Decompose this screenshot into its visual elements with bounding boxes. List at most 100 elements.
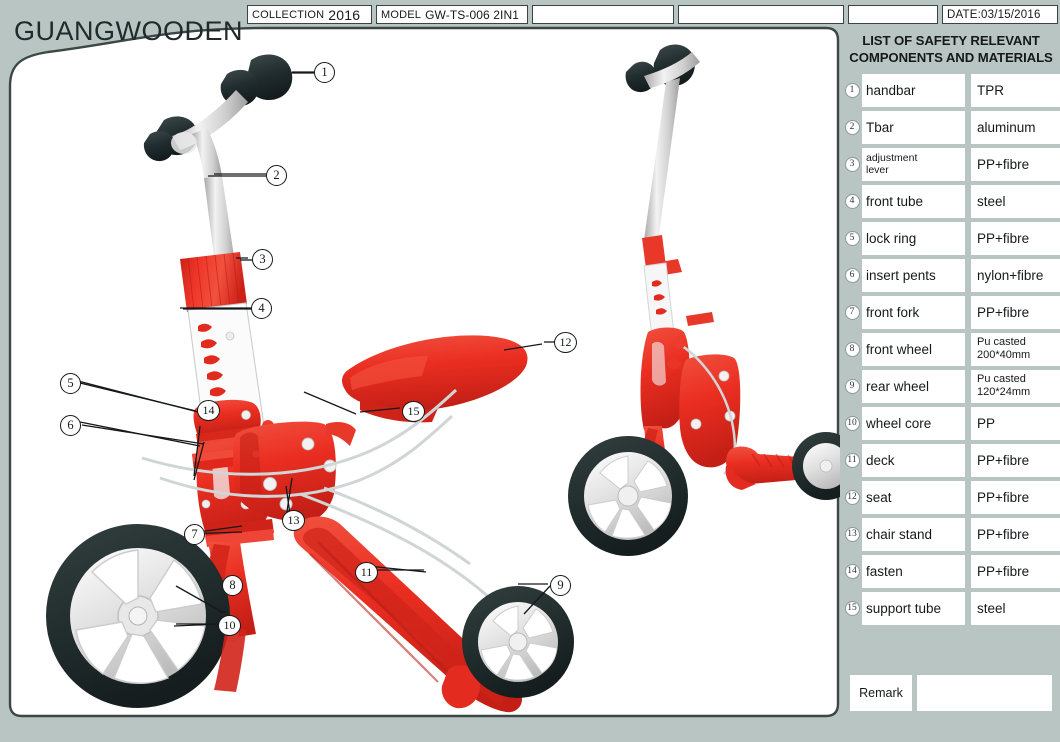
material-cell: steel [971,185,1060,218]
brand-logo: GUANGWOODEN [14,16,244,46]
sidebar-title-line2: COMPONENTS AND MATERIALS [849,50,1053,65]
callout-15[interactable]: 15 [402,401,425,422]
callout-12[interactable]: 12 [554,332,577,353]
material-cell: PP+fibre [971,296,1060,329]
model-value: GW-TS-006 2IN1 [425,7,519,22]
remark-row: Remark [850,675,1052,711]
components-sidebar: LIST OF SAFETY RELEVANT COMPONENTS AND M… [842,30,1060,742]
component-name-cell: handbar [862,74,965,107]
material-cell: TPR [971,74,1060,107]
row-index-badge: 9 [842,370,862,403]
callout-5[interactable]: 5 [60,373,81,394]
row-index-value: 5 [844,231,860,246]
header-bar: COLLECTION 2016 MODEL GW-TS-006 2IN1 DAT… [0,0,1060,28]
callout-14[interactable]: 14 [197,400,220,421]
material-cell: steel [971,592,1060,625]
component-name-cell: front wheel [862,333,965,366]
material-cell: PP+fibre [971,222,1060,255]
component-name-cell: insert pents [862,259,965,292]
row-index-value: 9 [844,379,860,394]
row-index-value: 8 [844,342,860,357]
callout-8[interactable]: 8 [222,575,243,596]
row-index-badge: 8 [842,333,862,366]
row-index-badge: 1 [842,74,862,107]
row-index-badge: 3 [842,148,862,181]
row-index-badge: 6 [842,259,862,292]
remark-label: Remark [850,675,912,711]
callout-4[interactable]: 4 [251,298,272,319]
row-index-badge: 4 [842,185,862,218]
component-name-cell: seat [862,481,965,514]
callout-layer: 1 2 3 4 5 6 7 8 9 10 11 12 13 14 15 [8,26,840,718]
callout-1[interactable]: 1 [314,62,335,83]
material-cell: PP+fibre [971,444,1060,477]
component-name-cell: front fork [862,296,965,329]
callout-2[interactable]: 2 [266,165,287,186]
component-name-cell: wheel core [862,407,965,440]
row-index-badge: 12 [842,481,862,514]
row-index-badge: 2 [842,111,862,144]
material-cell: PP [971,407,1060,440]
material-cell: PP+fibre [971,481,1060,514]
callout-13[interactable]: 13 [282,510,305,531]
component-name-cell: lock ring [862,222,965,255]
row-index-badge: 7 [842,296,862,329]
row-index-value: 13 [844,527,860,542]
row-index-value: 6 [844,268,860,283]
callout-7[interactable]: 7 [184,524,205,545]
row-index-badge: 5 [842,222,862,255]
sidebar-title-line1: LIST OF SAFETY RELEVANT [862,33,1040,48]
material-cell: nylon+fibre [971,259,1060,292]
row-index-value: 12 [844,490,860,505]
material-cell: PP+fibre [971,518,1060,551]
row-index-value: 10 [844,416,860,431]
remark-value-field[interactable] [917,675,1052,711]
component-name-cell: front tube [862,185,965,218]
callout-11[interactable]: 11 [355,562,378,583]
component-name-cell: support tube [862,592,965,625]
collection-label: COLLECTION [252,8,325,21]
callout-3[interactable]: 3 [252,249,273,270]
material-cell: PP+fibre [971,555,1060,588]
row-index-value: 14 [844,564,860,579]
component-name-cell: fasten [862,555,965,588]
row-index-badge: 13 [842,518,862,551]
date-value: DATE:03/15/2016 [947,8,1041,21]
component-name-cell: Tbar [862,111,965,144]
callout-9[interactable]: 9 [550,575,571,596]
row-index-badge: 10 [842,407,862,440]
row-index-value: 11 [844,453,860,468]
header-blank-field-2 [678,5,844,24]
component-name-cell: deck [862,444,965,477]
callout-10[interactable]: 10 [218,615,241,636]
row-index-badge: 11 [842,444,862,477]
row-index-badge: 15 [842,592,862,625]
header-blank-field-1 [532,5,674,24]
header-collection-field: COLLECTION 2016 [247,5,372,24]
callout-6[interactable]: 6 [60,415,81,436]
collection-value: 2016 [328,6,361,23]
material-cell: PP+fibre [971,148,1060,181]
header-blank-field-3 [848,5,938,24]
row-index-value: 1 [844,83,860,98]
row-index-value: 15 [844,601,860,616]
